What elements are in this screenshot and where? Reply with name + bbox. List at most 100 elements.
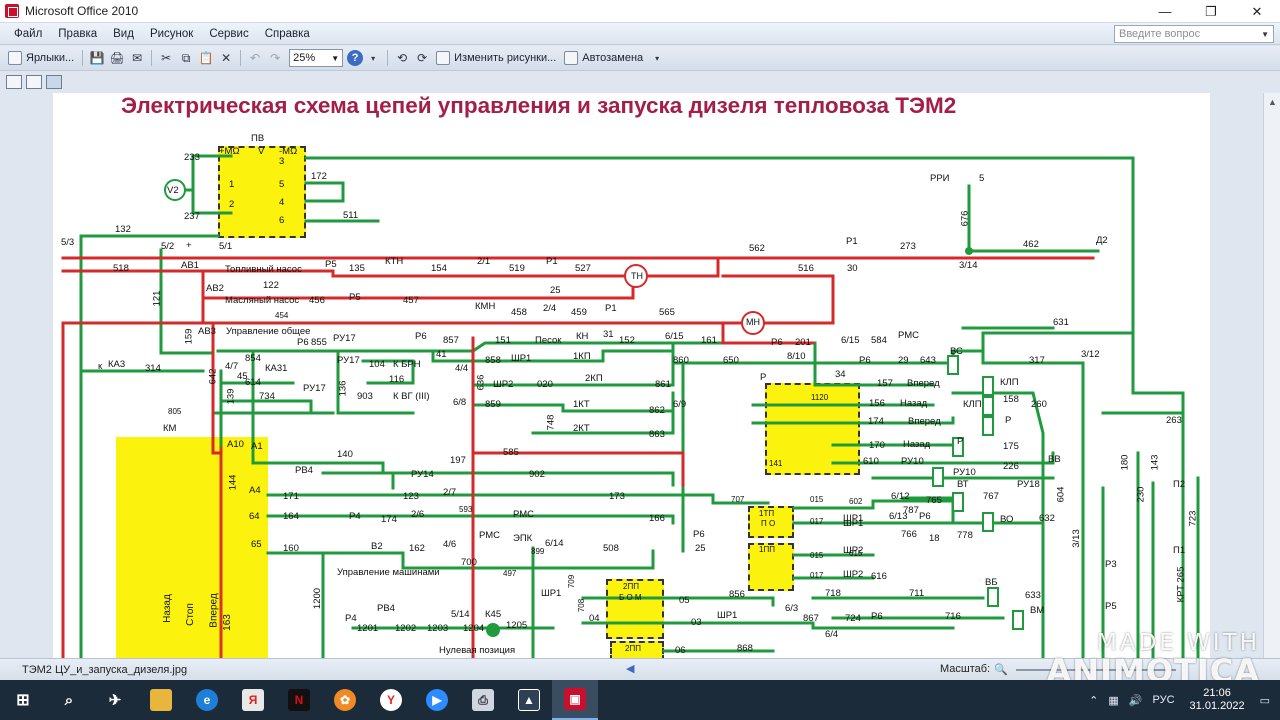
label-1kt: 1КТ (573, 399, 590, 410)
zoom-combo[interactable]: 25% ▼ (289, 49, 344, 67)
taskbar-app-edge[interactable]: e (184, 680, 230, 720)
r2-coil (952, 437, 964, 457)
zoom-out-icon[interactable]: 🔍 (994, 664, 1008, 676)
label-k: к (98, 361, 103, 372)
label-642: 642 (207, 368, 219, 385)
scroll-up-icon[interactable]: ▲ (1268, 96, 1277, 107)
zoom-dropdown-icon[interactable]: ▼ (331, 53, 340, 63)
redo-icon[interactable]: ↷ (270, 51, 281, 65)
label-6: 6 (279, 215, 285, 226)
chevron-up-icon[interactable]: ⌃ (1089, 694, 1099, 707)
rotate-left-icon[interactable]: ⟲ (397, 51, 408, 65)
label-854: 854 (245, 353, 261, 364)
label-136: 136 (337, 380, 349, 397)
paste-icon[interactable]: 📋 (198, 51, 214, 65)
menu-picture[interactable]: Рисунок (149, 27, 194, 40)
autocorrect-button[interactable]: Автозамена (560, 48, 647, 68)
menu-tools[interactable]: Сервис (209, 27, 249, 40)
previous-picture-icon[interactable]: ◀ (626, 663, 635, 675)
help-dropdown-icon[interactable]: ▼ (1261, 29, 1269, 39)
taskbar-app-yandex-browser[interactable]: Y (368, 680, 414, 720)
delete-icon[interactable]: ✕ (221, 51, 232, 65)
shortcuts-button[interactable]: Ярлыки... (4, 48, 78, 68)
label-shr1c: ШР1 (843, 518, 864, 529)
single-picture-view-icon[interactable] (46, 75, 62, 89)
label-1204: 1204 (463, 623, 485, 634)
menu-file[interactable]: Файл (14, 27, 43, 40)
search-button[interactable]: ⌕ (46, 680, 92, 720)
v2-meter (164, 179, 186, 201)
thumbnail-view-icon[interactable] (6, 75, 22, 89)
label-748: 748 (545, 414, 557, 431)
cut-icon[interactable]: ✂ (161, 51, 172, 65)
label-226: 226 (1003, 461, 1019, 472)
label-159: 159 (183, 328, 195, 345)
label-263: 263 (1166, 415, 1182, 426)
help-icon[interactable]: ? (347, 50, 364, 66)
taskbar-app-airplane[interactable]: ✈ (92, 680, 138, 720)
clock[interactable]: 21:06 31.01.2022 (1190, 687, 1245, 713)
filmstrip-view-icon[interactable] (26, 75, 42, 89)
system-tray: ⌃ ▦ 🔊 РУС 21:06 31.01.2022 ▭ (1084, 680, 1280, 720)
label-41: 41 (436, 349, 447, 360)
label-p2: П2 (1173, 479, 1186, 490)
label-45: 45 (237, 371, 248, 382)
taskbar-app-explorer[interactable] (138, 680, 184, 720)
wire-237 (191, 188, 233, 215)
label-164: 164 (283, 511, 299, 522)
help-search-input[interactable]: Введите вопрос ▼ (1114, 25, 1274, 43)
taskbar-app-orange[interactable]: ✿ (322, 680, 368, 720)
email-icon[interactable]: ✉ (132, 51, 143, 65)
schematic-wires (61, 154, 1200, 658)
label-p1b: Р1 (846, 236, 858, 247)
vertical-scrollbar[interactable]: ▲ (1263, 93, 1280, 658)
copy-icon[interactable]: ⧉ (181, 50, 191, 65)
label-174: 174 (868, 416, 884, 427)
toolbar-options-icon[interactable]: ▾ (655, 53, 660, 63)
save-icon[interactable]: 💾 (89, 51, 105, 65)
rotate-right-icon[interactable]: ⟳ (417, 51, 428, 65)
restore-button[interactable]: ❐ (1205, 3, 1217, 19)
folder-icon (150, 689, 172, 711)
label-020: 020 (537, 379, 553, 390)
taskbar-app-picture-manager[interactable]: ▣ (552, 680, 598, 720)
label-855: 855 (311, 337, 327, 348)
zoom-slider[interactable] (1016, 669, 1176, 671)
taskbar-app-zoom[interactable]: ▶ (414, 680, 460, 720)
taskbar-app-yandex[interactable]: Я (230, 680, 276, 720)
close-button[interactable]: ✕ (1251, 3, 1263, 19)
label-1: 1 (229, 179, 235, 190)
label-565: 565 (659, 307, 675, 318)
label-a4: А4 (249, 485, 261, 496)
print-icon[interactable]: 🖨 (109, 51, 125, 65)
label-160: 160 (283, 543, 299, 554)
watermark-line1: MADE WITH (1096, 630, 1260, 656)
menu-edit[interactable]: Правка (58, 27, 98, 40)
schematic-labels: ПВ +MΩ V -MΩ V2 233 237 132 172 511 3 5 … (53, 93, 1210, 658)
menu-help[interactable]: Справка (264, 27, 310, 40)
start-button[interactable]: ⊞ (0, 680, 46, 720)
label-1201: 1201 (357, 623, 379, 634)
taskbar-app-photos[interactable]: ▲ (506, 680, 552, 720)
label-p6c: Р6 (771, 337, 783, 348)
menu-view[interactable]: Вид (113, 27, 134, 40)
label-459: 459 (571, 307, 587, 318)
minimize-button[interactable]: — (1158, 4, 1172, 19)
undo-icon[interactable]: ↶ (250, 51, 261, 65)
taskbar-app-printer[interactable]: ⎙ (460, 680, 506, 720)
label-135: 135 (349, 263, 365, 274)
wire-518-154 (61, 269, 615, 278)
taskbar-app-netflix[interactable]: N (276, 680, 322, 720)
label-av3: АВ3 (198, 326, 216, 337)
airplane-icon: ✈ (108, 692, 122, 709)
label-162: 162 (409, 543, 425, 554)
label-fuel-pump: Топливный насос (225, 264, 302, 275)
notifications-icon[interactable]: ▭ (1259, 694, 1270, 707)
network-icon[interactable]: ▦ (1108, 694, 1119, 707)
volume-icon[interactable]: 🔊 (1128, 694, 1143, 707)
toolbar-options-icon[interactable]: ▾ (371, 53, 376, 63)
label-858: 858 (485, 355, 501, 366)
label-6-8: 6/8 (453, 397, 467, 408)
language-indicator[interactable]: РУС (1152, 694, 1175, 706)
edit-pictures-button[interactable]: Изменить рисунки... (432, 48, 560, 68)
